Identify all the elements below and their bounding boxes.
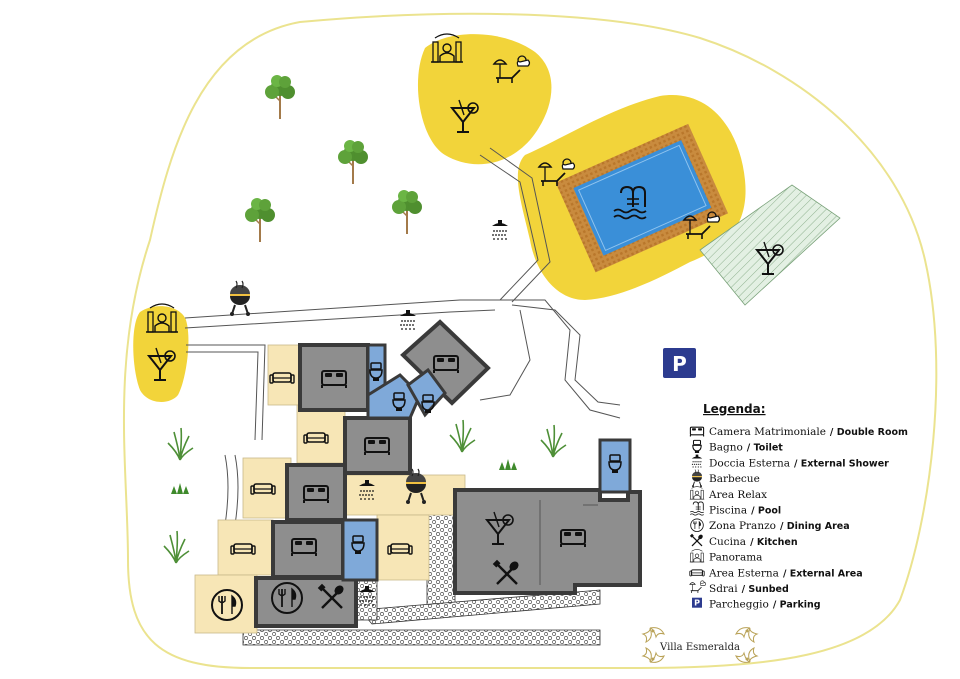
legend-label: Area Esterna/ External Area: [708, 567, 863, 579]
grass-icon: [540, 424, 567, 458]
barbecue-icon: [229, 280, 251, 317]
grass-tuft-icon: [499, 459, 517, 470]
relax-area-left: [133, 306, 189, 402]
legend: Legenda: Camera Matrimoniale/ Double Roo…: [689, 402, 908, 611]
legend-label: Zona Pranzo/ Dining Area: [709, 520, 850, 532]
dining-icon: [690, 518, 704, 532]
parking-label: P: [672, 352, 687, 376]
barbecue-icon: [691, 469, 703, 488]
tree-icon: [391, 189, 423, 235]
panorama-icon: [689, 549, 705, 563]
walkways: [184, 147, 621, 526]
sofa-icon: [689, 569, 705, 577]
grass-icon: [449, 419, 476, 453]
pool-icon: [689, 501, 705, 516]
property-boundary: [122, 12, 938, 669]
branding: Villa Esmeralda: [642, 627, 758, 663]
tree-icon: [337, 139, 369, 185]
bed-icon: [689, 426, 705, 438]
legend-item: Doccia Esterna/ External Shower: [691, 454, 889, 469]
external-areas: [194, 344, 466, 634]
villa-name: Villa Esmeralda: [659, 642, 740, 653]
legend-label: Panorama: [709, 552, 762, 564]
pool: [555, 123, 729, 273]
legend-item: Bagno/ Toilet: [692, 439, 783, 454]
shower-icon: [691, 454, 703, 468]
shower-icon: [400, 310, 416, 330]
grass-icon: [167, 427, 194, 461]
rooms: [254, 319, 642, 628]
grass-tuft-icon: [171, 483, 189, 494]
toilet-icon: [692, 439, 702, 454]
parking-icon: [692, 597, 702, 608]
tree-icon: [244, 197, 276, 243]
sunbed-icon: [689, 580, 707, 594]
legend-label: Sdrai/ Sunbed: [709, 583, 789, 595]
legend-item: Area Esterna/ External Area: [689, 567, 863, 579]
legend-label: Bagno/ Toilet: [709, 442, 783, 454]
legend-title: Legenda:: [703, 402, 766, 416]
legend-item: Piscina/ Pool: [689, 501, 781, 517]
legend-item: Camera Matrimoniale/ Double Room: [689, 426, 908, 438]
legend-label: Parcheggio/ Parking: [709, 599, 821, 611]
legend-label: Barbecue: [709, 473, 760, 485]
legend-item: Zona Pranzo/ Dining Area: [690, 518, 850, 532]
legend-label: Area Relax: [708, 489, 767, 501]
legend-parking-letter: P: [694, 599, 700, 608]
legend-item: Panorama: [689, 549, 762, 564]
legend-label: Camera Matrimoniale/ Double Room: [709, 426, 908, 438]
green-area: [699, 184, 841, 306]
legend-item: Barbecue: [691, 469, 760, 488]
legend-label: Cucina/ Kitchen: [709, 536, 798, 548]
legend-label: Piscina/ Pool: [709, 505, 781, 517]
legend-item: Area Relax: [689, 486, 767, 501]
tree-icon: [264, 74, 296, 120]
relax-icon: [689, 486, 705, 500]
legend-label: Doccia Esterna/ External Shower: [709, 457, 889, 469]
grass-icon: [163, 530, 190, 564]
shower-icon: [492, 220, 508, 240]
parking-sign: P: [663, 348, 696, 378]
legend-item: Cucina/ Kitchen: [689, 533, 798, 548]
legend-item: Sdrai/ Sunbed: [689, 580, 789, 595]
kitchen-icon: [689, 533, 705, 547]
relax-area-top: [417, 34, 552, 165]
legend-item: P Parcheggio/ Parking: [692, 597, 821, 611]
bathrooms: [341, 343, 632, 582]
